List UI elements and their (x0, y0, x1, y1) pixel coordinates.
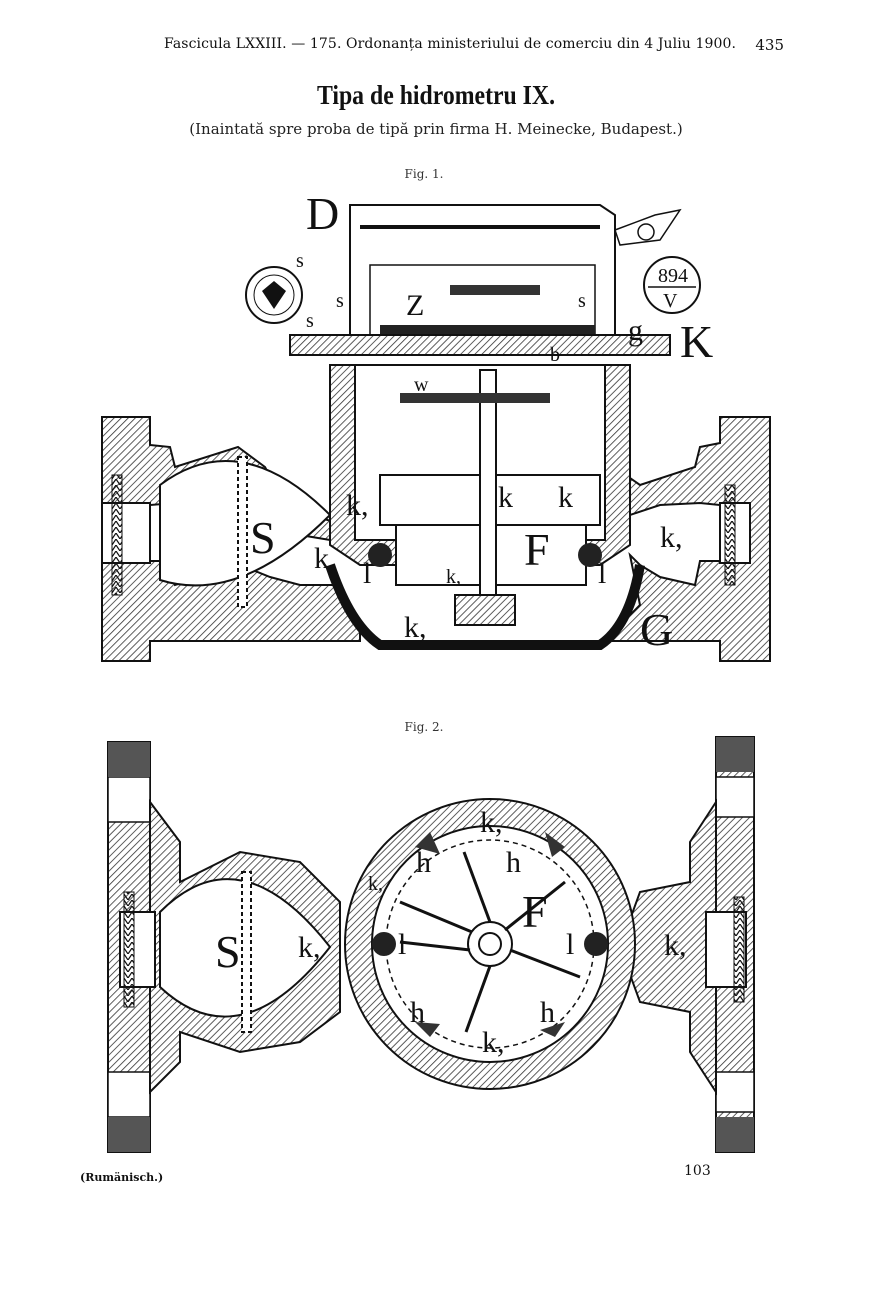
figure-2-drawing: S F k, k, k, k, k, h h h h l l (107, 736, 755, 1153)
label-l-2: l (598, 557, 606, 590)
footer-sheet-number: 103 (684, 1163, 711, 1179)
seal-emblem (245, 266, 303, 324)
label-h-2: h (506, 846, 521, 879)
label-k-3: k, (346, 489, 369, 522)
label-k-mid-2: k (558, 481, 573, 514)
label-s-2: s (336, 290, 344, 312)
dial-number-bottom: V (663, 290, 678, 312)
label-k-mid-1: k (498, 481, 513, 514)
label-s-1: s (296, 250, 304, 272)
running-head: Fascicula LXXIII. — 175. Ordonanța minis… (164, 36, 737, 52)
label-g: g (628, 314, 643, 347)
label-b: b (550, 344, 560, 366)
page-header: Fascicula LXXIII. — 175. Ordonanța minis… (0, 36, 872, 56)
label-G: G (640, 604, 673, 655)
meter-body (329, 364, 631, 626)
label-s-4: s (578, 290, 586, 312)
page-number: 435 (755, 36, 784, 54)
label-S-plan: S (215, 926, 241, 977)
label-h-1: h (416, 846, 431, 879)
label-h-3: h (410, 996, 425, 1029)
dial-plate: 894 V (614, 208, 701, 314)
label-F-plan: F (522, 886, 548, 937)
label-l-2-plan: l (566, 928, 574, 961)
label-k-right: k, (664, 929, 687, 962)
right-flange-plan (618, 736, 755, 1153)
figure-1-drawing: 894 V D Z K g b w s s s s S F G k, k, k,… (101, 188, 771, 662)
casing-right-flange (597, 414, 771, 662)
dial-number-top: 894 (658, 265, 688, 287)
lower-chamber (325, 563, 645, 650)
label-k-bottom: k, (482, 1026, 505, 1059)
label-k-1: k, (314, 542, 337, 575)
label-w: w (414, 374, 429, 396)
page-subtitle: (Inaintată spre proba de tipă prin firma… (189, 120, 683, 138)
label-l-1-plan: l (398, 928, 406, 961)
casing-left-flange (101, 416, 361, 662)
label-s-3: s (306, 310, 314, 332)
label-Z: Z (406, 289, 424, 322)
rotor-wheel (399, 851, 581, 1033)
label-K: K (680, 316, 713, 367)
label-k-2: k, (404, 611, 427, 644)
label-k-top: k, (480, 806, 503, 839)
label-k-upper-left: k, (368, 873, 383, 895)
label-S: S (250, 512, 276, 563)
page-title: Tipa de hidrometru IX. (316, 80, 556, 110)
label-h-4: h (540, 996, 555, 1029)
figure-1-caption: Fig. 1. (404, 167, 444, 181)
label-k-5: k, (446, 566, 461, 588)
label-k-4: k, (660, 521, 683, 554)
label-l-1: l (363, 557, 371, 590)
left-flange-plan (107, 741, 341, 1153)
label-F: F (524, 524, 550, 575)
label-D: D (306, 188, 339, 239)
register-head (289, 204, 671, 403)
footer-language-note: (Rumänisch.) (80, 1171, 164, 1184)
label-k-left: k, (298, 931, 321, 964)
figure-2-caption: Fig. 2. (404, 720, 444, 734)
